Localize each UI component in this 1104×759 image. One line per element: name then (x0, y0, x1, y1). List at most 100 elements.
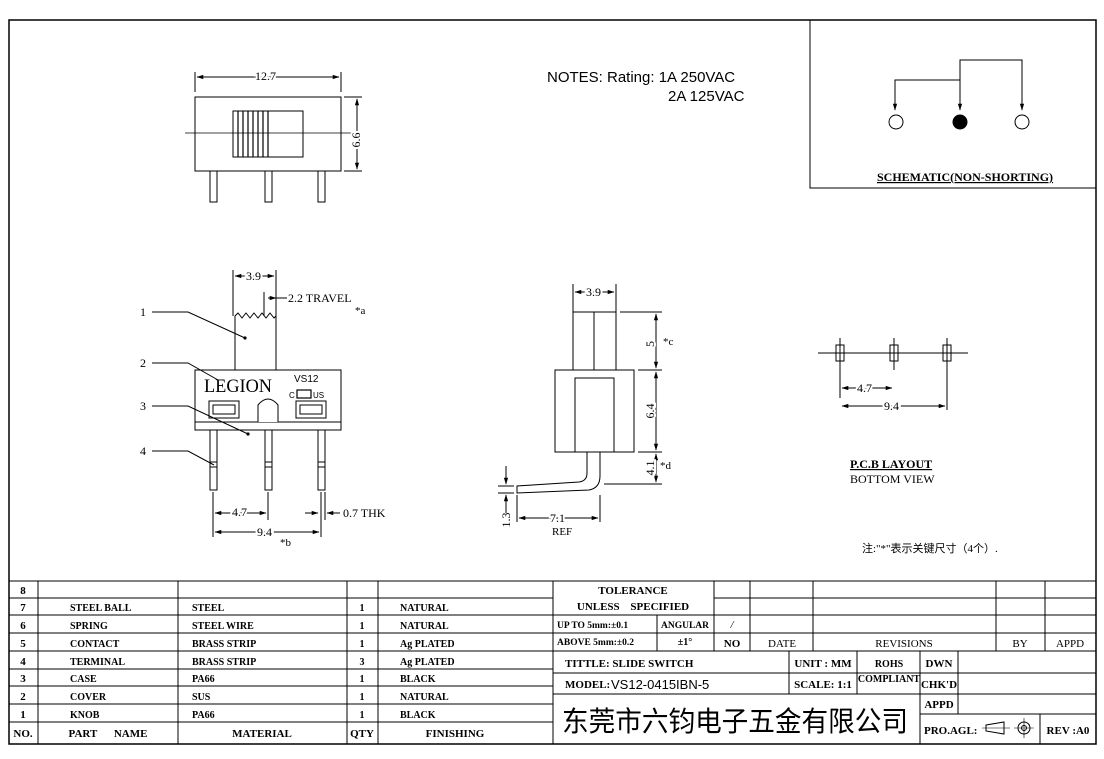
pcb-dim-span: 9.4 (884, 399, 899, 413)
bom-header-finishing: FINISHING (426, 728, 485, 740)
bom-cell-part: TERMINAL (70, 657, 125, 668)
mark-b: *b (280, 537, 292, 549)
leader-dot-3 (246, 432, 250, 436)
pad-2 (889, 344, 899, 362)
revision-date: DATE (768, 638, 796, 650)
tolerance-upto: UP TO 5mm:±0.1 (557, 621, 628, 631)
mark-c: *c (663, 336, 674, 348)
pin-front-1 (209, 429, 218, 491)
bom-cell-material: STEEL (192, 603, 225, 614)
revision-revisions: REVISIONS (875, 638, 932, 650)
critical-dimension-note: 注:"*"表示关键尺寸（4个）. (862, 541, 998, 555)
bom-cell-part: CONTACT (70, 639, 120, 650)
side-view (498, 284, 662, 522)
schematic-title: SCHEMATIC(NON-SHORTING) (877, 170, 1053, 184)
leader-2 (152, 362, 219, 381)
side-housing (554, 369, 635, 453)
actuator-knob (234, 312, 277, 371)
model-mark: VS12 (294, 374, 319, 385)
bom-cell-no: 7 (20, 602, 26, 614)
revision-by: BY (1012, 638, 1027, 650)
notes-rating: NOTES: Rating: 1A 250VAC (547, 69, 735, 86)
bom-header-no: NO. (13, 728, 33, 740)
bom-cell-part: KNOB (70, 710, 100, 721)
unit: UNIT : MM (794, 658, 852, 670)
bom-cell-part: SPRING (70, 621, 108, 632)
pin-top-3 (317, 170, 326, 203)
cert-us: US (313, 391, 324, 400)
dwn-label: DWN (926, 658, 953, 670)
mark-a: *a (355, 305, 366, 317)
callout-2: 2 (140, 356, 146, 370)
dim-side-64: 6.4 (643, 404, 657, 419)
callout-1: 1 (140, 305, 146, 319)
bom-cell-material: STEEL WIRE (192, 621, 254, 632)
leader-dot-1 (243, 336, 247, 340)
top-view (185, 72, 362, 203)
chkd-label: CHK'D (921, 679, 957, 691)
bom-cell-no: 8 (20, 585, 26, 597)
pcb-title: P.C.B LAYOUT (850, 457, 932, 471)
bom-cell-qty: 3 (360, 657, 365, 668)
dim-side-5: 5 (643, 341, 657, 347)
schematic (809, 20, 1096, 189)
pin-front-2 (264, 429, 273, 491)
bom-cell-material: BRASS STRIP (192, 657, 256, 668)
mark-d: *d (660, 460, 672, 472)
window-right (295, 400, 327, 419)
pin-front-3 (317, 429, 326, 491)
company-name: 东莞市六钧电子五金有限公司 (562, 706, 908, 738)
bom-cell-finishing: NATURAL (400, 621, 449, 632)
cover-slot (257, 398, 279, 422)
revision-appd: APPD (1056, 638, 1084, 650)
bom-header-part: PART NAME (69, 728, 148, 740)
bom-cell-no: 5 (20, 638, 26, 650)
ul-mark-icon (296, 389, 312, 399)
bom-cell-qty: 1 (360, 621, 365, 632)
projection-symbol-icon (982, 718, 1034, 738)
leader-4 (152, 450, 215, 466)
bom-cell-finishing: Ag PLATED (400, 639, 455, 650)
pad-1 (835, 344, 845, 362)
bom-header-qty: QTY (350, 728, 374, 740)
tolerance-above: ABOVE 5mm:±0.2 (557, 638, 634, 648)
bom-cell-qty: 1 (360, 639, 365, 650)
rohs-label: ROHS (875, 659, 904, 670)
contact-left (888, 114, 904, 130)
leader-1 (152, 311, 246, 339)
pin-top-1 (209, 170, 218, 203)
appd-label: APPD (924, 699, 953, 711)
drawing-title: TITTLE: SLIDE SWITCH (565, 658, 694, 670)
dim-side-width: 3.9 (586, 285, 601, 299)
contact-common (952, 114, 968, 130)
logo-legion: LEGION (204, 376, 272, 397)
model-number: VS12-0415IBN-5 (611, 677, 709, 692)
pin-top-2 (264, 170, 273, 203)
bom-cell-part: STEEL BALL (70, 603, 132, 614)
bom-cell-qty: 1 (360, 603, 365, 614)
dim-travel: 2.2 TRAVEL (288, 291, 352, 305)
pcb-subtitle: BOTTOM VIEW (850, 472, 935, 486)
dim-front-span: 9.4 (257, 525, 272, 539)
dim-side-41: 4.1 (643, 461, 657, 476)
dim-front-pitch: 4.7 (232, 505, 247, 519)
bom-cell-no: 3 (20, 673, 26, 685)
tolerance-angular-value: ±1° (678, 637, 693, 648)
bom-cell-part: CASE (70, 674, 97, 685)
bom-cell-no: 2 (20, 691, 26, 703)
bom-header-material: MATERIAL (232, 728, 292, 740)
bom-cell-no: 1 (20, 709, 26, 721)
side-terminal (516, 452, 601, 494)
knob-ribs (237, 111, 269, 157)
dim-ref: REF (552, 526, 572, 538)
dim-actuator-width: 3.9 (246, 269, 261, 283)
bom-cell-finishing: BLACK (400, 674, 436, 685)
front-view (152, 270, 342, 537)
